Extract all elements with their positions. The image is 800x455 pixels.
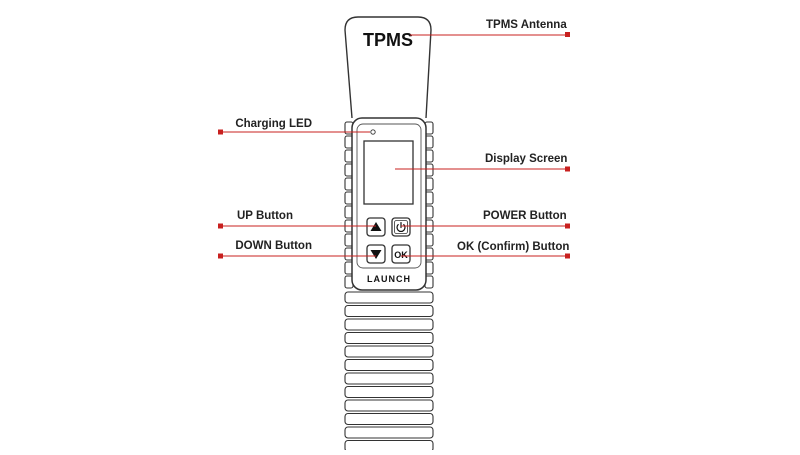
callout-tpms-antenna: TPMS Antenna	[486, 19, 567, 31]
tpms-antenna	[344, 16, 432, 119]
leader-line-display-screen	[395, 166, 570, 172]
leader-line-charging-led	[218, 129, 370, 135]
antenna-label-text: TPMS	[363, 30, 413, 50]
up-button[interactable]	[366, 217, 386, 237]
handle-rib	[344, 426, 434, 439]
handle-rib	[344, 331, 434, 345]
callout-down-button: DOWN Button	[235, 240, 312, 252]
callout-up-button: UP Button	[236, 210, 293, 222]
handle-rib	[344, 291, 434, 304]
handle-rib	[344, 345, 434, 358]
callout-display-screen: Display Screen	[485, 153, 568, 165]
front-panel-inner	[356, 123, 422, 269]
leader-line-ok-button	[401, 253, 570, 259]
ok-button[interactable]: OK	[391, 244, 411, 264]
handle-rib	[344, 439, 434, 453]
power-button[interactable]	[391, 217, 411, 237]
charging-led	[370, 129, 376, 135]
leader-line-tpms-antenna	[410, 32, 570, 37]
handle-rib	[344, 385, 434, 399]
handle-rib	[344, 372, 434, 385]
handle-rib	[344, 399, 434, 412]
leader-line-power-button	[401, 223, 570, 229]
handle-rib	[344, 412, 434, 426]
handle-rib	[344, 318, 434, 331]
callout-charging-led: Charging LED	[235, 118, 312, 130]
handle-rib	[344, 304, 434, 318]
leader-line-down-button	[218, 253, 376, 259]
down-button[interactable]	[366, 244, 386, 264]
display-screen	[363, 140, 414, 205]
brand-logo-text: LAUNCH	[367, 274, 411, 284]
ok-button-text: OK	[394, 250, 408, 260]
down-arrow-icon	[370, 250, 382, 259]
leader-line-up-button	[218, 223, 376, 229]
handle-rib	[344, 358, 434, 372]
callout-power-button: POWER Button	[483, 210, 567, 222]
callout-ok-button: OK (Confirm) Button	[457, 241, 570, 253]
